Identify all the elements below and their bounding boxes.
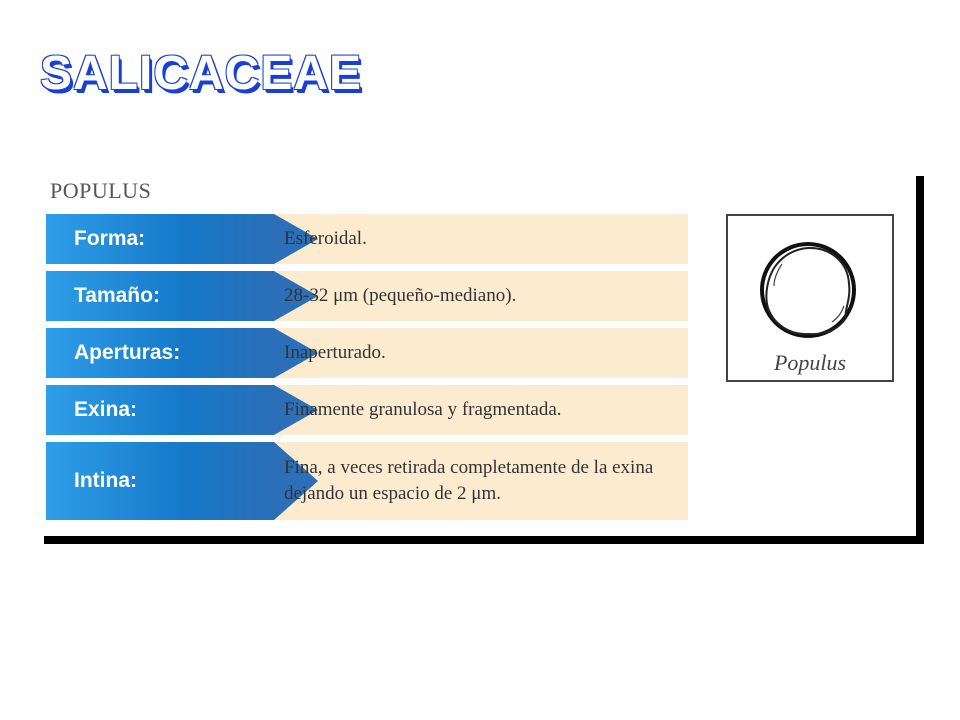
row-label: Forma: [74, 227, 146, 250]
row-label: Tamaño: [74, 284, 160, 307]
table-row-intina: Intina: Fina, a veces retirada completam… [46, 442, 688, 520]
row-value: Esferoidal. [284, 228, 367, 250]
panel-shadow-right [916, 176, 924, 544]
panel-shadow-bottom [44, 536, 924, 544]
pollen-grain-icon [760, 242, 856, 338]
row-label-background [46, 271, 274, 321]
table-row-tamano: Tamaño: 28-32 μm (pequeño-mediano). [46, 271, 688, 321]
genus-heading: POPULUS [50, 178, 152, 203]
row-label-background [46, 385, 274, 435]
table-row-forma: Forma: Esferoidal. [46, 214, 688, 264]
row-arrow [274, 271, 318, 321]
pollen-figure: Populus [726, 214, 894, 382]
row-value: Finamente granulosa y fragmentada. [284, 399, 562, 421]
row-value: Inaperturado. [284, 342, 386, 364]
row-arrow [274, 214, 318, 264]
slide-title: SALICACEAE [40, 47, 363, 100]
row-value: Fina, a veces retirada completamente de … [284, 457, 654, 504]
row-label-background [46, 328, 274, 378]
row-label-background [46, 442, 274, 520]
table-row-exina: Exina: Finamente granulosa y fragmentada… [46, 385, 688, 435]
row-label-background [46, 214, 274, 264]
row-arrow [274, 442, 318, 520]
row-label: Intina: [74, 469, 137, 492]
table-row-aperturas: Aperturas: Inaperturado. [46, 328, 688, 378]
row-arrow [274, 385, 318, 435]
row-label: Exina: [74, 398, 138, 421]
figure-caption: Populus [773, 350, 847, 375]
row-label: Aperturas: [74, 341, 181, 364]
row-arrow [274, 328, 318, 378]
row-value: 28-32 μm (pequeño-mediano). [284, 285, 517, 307]
